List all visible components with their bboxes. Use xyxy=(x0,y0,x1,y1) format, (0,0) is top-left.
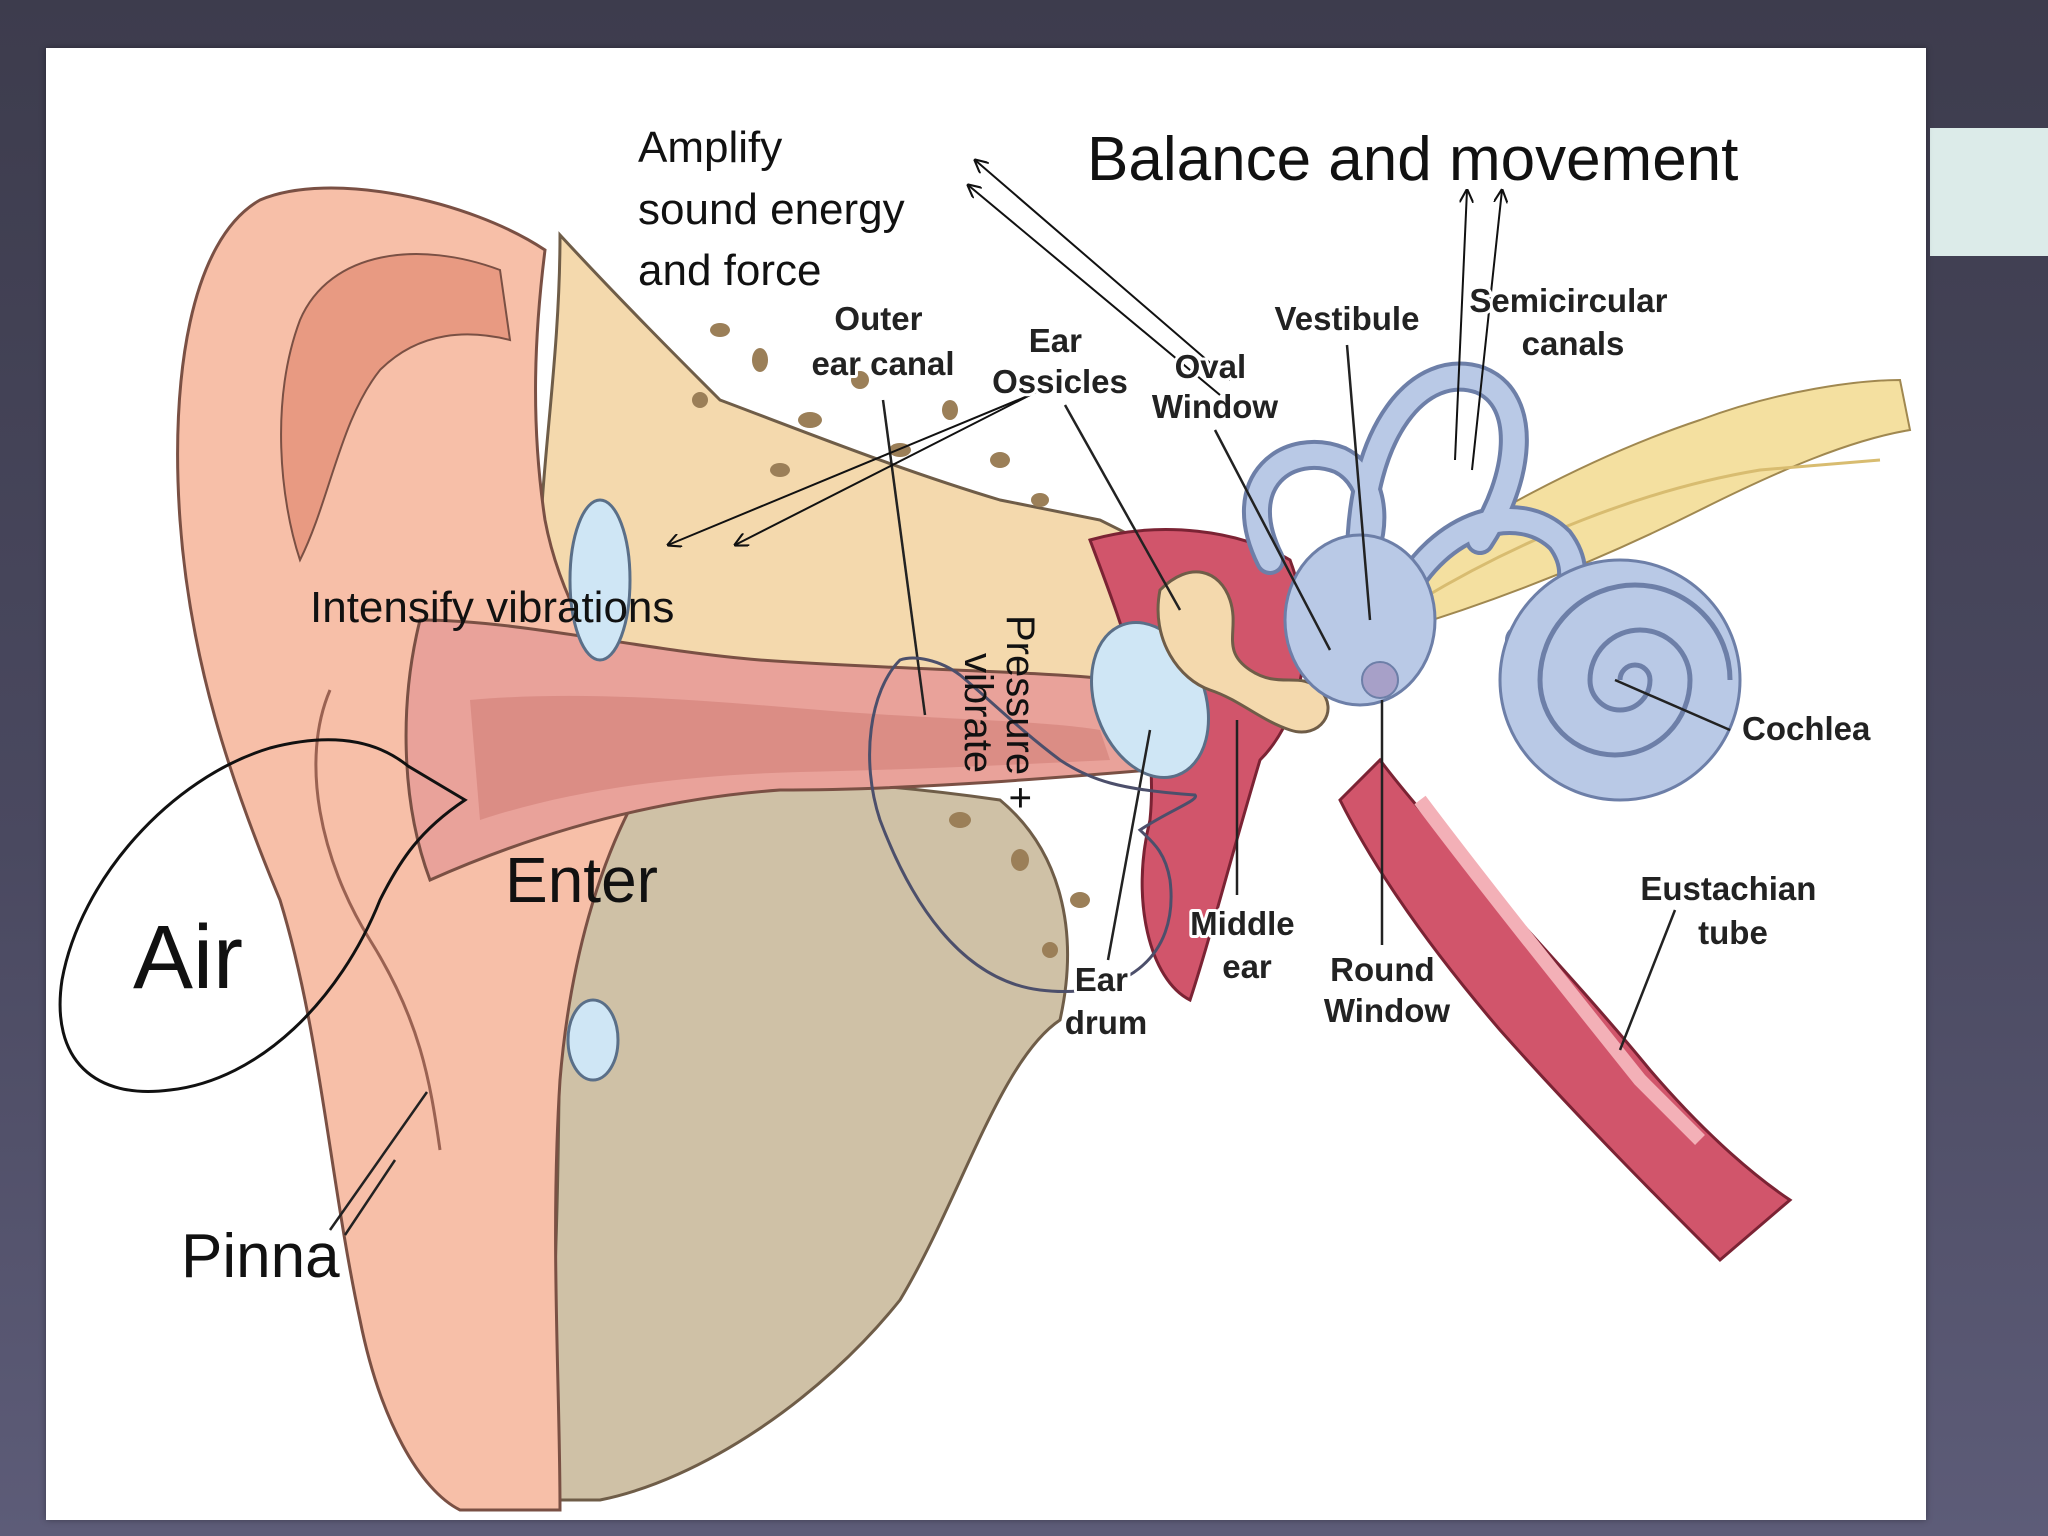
anatomy-labels: Outer ear canal Ear Ossicles Oval Window… xyxy=(808,279,1874,1044)
intensify-arrow-2 xyxy=(735,389,1041,545)
round-window-shape xyxy=(1361,661,1399,699)
intensify-arrow-1 xyxy=(668,394,1031,545)
annotation-vibrate: vibrate xyxy=(956,653,1000,773)
annotation-amplify: Amplify sound energy and force xyxy=(638,123,917,295)
label-cochlea: Cochlea xyxy=(1742,710,1871,747)
annotation-arrows xyxy=(668,160,1502,545)
annotation-balance: Balance and movement xyxy=(1087,125,1738,194)
annotation-pressure: Pressure + xyxy=(998,615,1042,810)
annotation-air: Air xyxy=(133,908,243,1008)
label-semicircular-canals: Semicircular canals xyxy=(1469,282,1676,362)
balance-arrow-2 xyxy=(1471,190,1502,471)
air-speech-bubble xyxy=(58,738,468,1093)
label-ear-drum: Ear drum xyxy=(1065,961,1148,1041)
amplify-arrow-1 xyxy=(975,160,1231,381)
ear-illustration xyxy=(176,186,1912,1512)
slide-accent-bar xyxy=(1930,128,2048,256)
annotation-text: Amplify sound energy and force Balance a… xyxy=(133,123,1738,1291)
annotation-intensify: Intensify vibrations xyxy=(310,583,674,632)
label-outer-ear-canal: Outer ear canal xyxy=(811,300,954,382)
label-ear-ossicles: Ear Ossicles xyxy=(992,322,1128,400)
label-eustachian-tube: Eustachian tube xyxy=(1640,870,1825,951)
label-round-window: Round Window xyxy=(1324,951,1450,1029)
cochlea-shape xyxy=(1498,558,1742,802)
pressure-loop xyxy=(868,656,1197,993)
label-vestibule: Vestibule xyxy=(1275,300,1420,337)
cartilage-patch-upper xyxy=(568,498,632,662)
annotation-enter: Enter xyxy=(505,844,658,916)
pinna-inner-fold xyxy=(280,253,512,563)
amplify-arrow-2 xyxy=(968,185,1221,396)
label-middle-ear: Middle ear xyxy=(1190,905,1304,985)
pinna-ridge xyxy=(314,689,442,1151)
annotation-pinna: Pinna xyxy=(181,1222,340,1291)
bone-specks xyxy=(692,323,1090,958)
label-oval-window: Oval Window xyxy=(1152,348,1278,425)
ear-canal-shadow xyxy=(470,695,1110,820)
balance-arrow-1 xyxy=(1454,190,1467,461)
vestibule-shape xyxy=(1283,533,1437,707)
eustachian-tube-inner xyxy=(1414,795,1705,1145)
cartilage-patch-lower xyxy=(566,998,620,1082)
